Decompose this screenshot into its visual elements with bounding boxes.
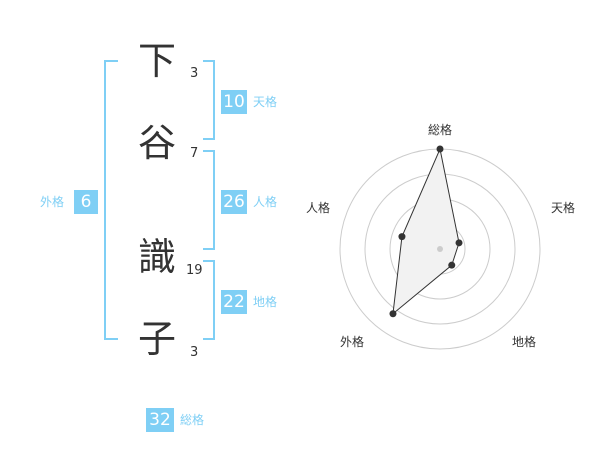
radar-area xyxy=(392,147,460,315)
stroke-count-2: 7 xyxy=(190,146,199,161)
radar-center-dot xyxy=(437,246,443,252)
gaikaku-label: 外格 xyxy=(40,195,65,209)
chikaku-value-badge: 22 xyxy=(221,290,247,314)
radar-axis-label-1: 天格 xyxy=(551,200,575,215)
jinkaku-value-badge: 26 xyxy=(221,190,247,214)
name-char-1: 下 xyxy=(137,39,176,83)
radar-point-1 xyxy=(455,239,463,247)
stroke-count-4: 3 xyxy=(190,345,199,360)
chikaku-label: 地格 xyxy=(253,295,278,309)
radar-axis-label-4: 人格 xyxy=(306,200,330,215)
radar-point-4 xyxy=(398,233,406,241)
name-char-3: 識 xyxy=(137,235,176,279)
radar-point-0 xyxy=(436,145,444,153)
stroke-count-1: 3 xyxy=(190,66,199,81)
gaikaku-value-badge: 6 xyxy=(74,190,98,214)
tenkaku-value-badge: 10 xyxy=(221,90,247,114)
radar-axis-label-3: 外格 xyxy=(340,334,364,349)
radar-point-3 xyxy=(389,310,397,318)
tenkaku-bracket xyxy=(203,60,215,140)
radar-axis-label-0: 総格 xyxy=(428,122,452,137)
soukaku-value-badge: 32 xyxy=(146,408,174,432)
name-char-4: 子 xyxy=(137,317,176,361)
radar-axis-label-2: 地格 xyxy=(512,334,536,349)
stroke-count-3: 19 xyxy=(186,263,203,278)
tenkaku-label: 天格 xyxy=(253,95,278,109)
jinkaku-label: 人格 xyxy=(253,195,278,209)
jinkaku-bracket xyxy=(203,150,215,250)
radar-point-2 xyxy=(448,261,456,269)
chikaku-bracket xyxy=(203,260,215,340)
name-char-2: 谷 xyxy=(137,121,176,165)
outer-bracket xyxy=(104,60,118,340)
soukaku-label: 総格 xyxy=(180,413,205,427)
